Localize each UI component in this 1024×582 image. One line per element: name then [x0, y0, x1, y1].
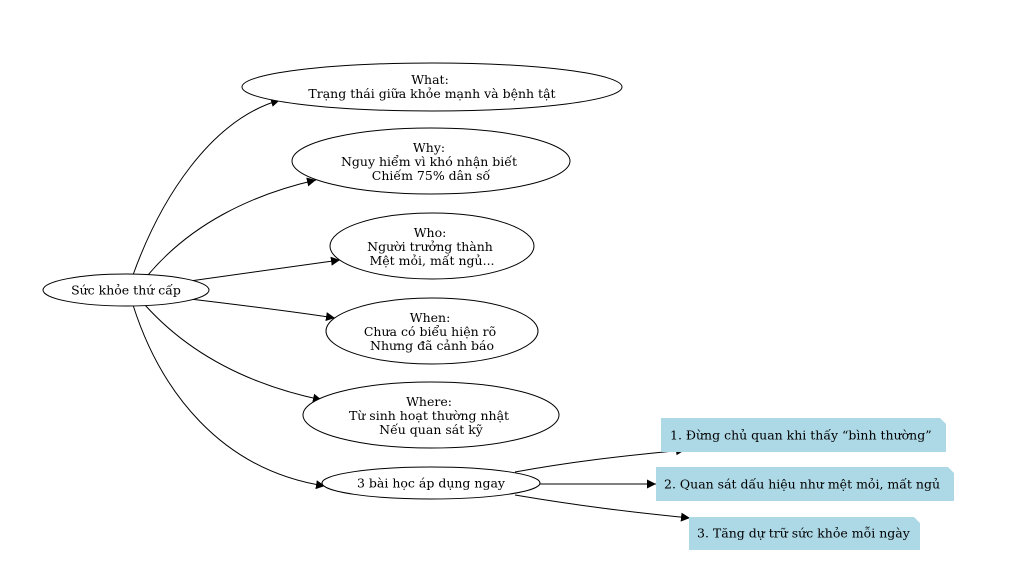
branch-who-line-1: Who:: [414, 225, 447, 240]
branch-who-line-3: Mệt mỏi, mất ngủ...: [369, 253, 494, 268]
branch-why-line-2: Nguy hiểm vì khó nhận biết: [341, 154, 517, 169]
root-node: Sức khỏe thứ cấp: [42, 273, 210, 307]
branch-when-line-2: Chưa có biểu hiện rõ: [364, 324, 496, 339]
svg-text:Where: Từ sinh hoạt thườ: Where: Từ sinh hoạt thường nhật Nếu quan…: [349, 394, 513, 437]
edge-root-when: [189, 298, 336, 322]
svg-text:Who: Người trưởng thành: Who: Người trưởng thành Mệt mỏi, mất ngủ…: [367, 225, 497, 268]
svg-text:When: Chưa có biểu hiện: When: Chưa có biểu hiện rõ Nhưng đã cảnh…: [364, 310, 500, 353]
branch-what-line-2: Trạng thái giữa khỏe mạnh và bệnh tật: [308, 86, 555, 101]
branch-lessons-label: 3 bài học áp dụng ngay: [357, 476, 506, 491]
branch-why-line-1: Why:: [413, 140, 445, 155]
branch-who-line-2: Người trưởng thành: [367, 239, 493, 254]
lesson-note-3: 3. Tăng dự trữ sức khỏe mỗi ngày: [689, 517, 920, 550]
branch-where-line-1: Where:: [406, 394, 452, 409]
lesson-note-3-label: 3. Tăng dự trữ sức khỏe mỗi ngày: [697, 526, 911, 541]
edge-root-what: [132, 98, 281, 276]
branch-node-when: When: Chưa có biểu hiện rõ Nhưng đã cảnh…: [325, 297, 539, 365]
lesson-note-2-label: 2. Quan sát dấu hiệu như mệt mỏi, mất ng…: [664, 477, 940, 492]
svg-text:Why: Nguy hiểm vì khó nh: Why: Nguy hiểm vì khó nhận biết Chiếm 75…: [341, 140, 521, 183]
edge-root-where: [144, 304, 323, 403]
edge-root-who: [189, 256, 341, 282]
edge-root-lessons: [132, 304, 326, 490]
branch-node-who: Who: Người trưởng thành Mệt mỏi, mất ngủ…: [329, 212, 535, 280]
branch-why-line-3: Chiếm 75% dân số: [372, 168, 491, 183]
branch-node-where: Where: Từ sinh hoạt thường nhật Nếu quan…: [302, 381, 560, 449]
edge-root-why: [147, 177, 317, 276]
edges-lessons: [514, 446, 691, 522]
branch-where-line-3: Nếu quan sát kỹ: [379, 422, 484, 437]
branch-when-line-1: When:: [410, 310, 451, 325]
edge-lessons-1: [514, 446, 686, 473]
lesson-note-1-label: 1. Đừng chủ quan khi thấy “bình thường”: [670, 428, 932, 443]
branch-node-lessons: 3 bài học áp dụng ngay: [321, 466, 541, 500]
branch-node-what: What: Trạng thái giữa khỏe mạnh và bệnh …: [241, 62, 623, 112]
branch-when-line-3: Nhưng đã cảnh báo: [370, 338, 494, 353]
branch-node-why: Why: Nguy hiểm vì khó nhận biết Chiếm 75…: [291, 127, 571, 195]
lesson-note-2: 2. Quan sát dấu hiệu như mệt mỏi, mất ng…: [656, 467, 954, 501]
root-node-label: Sức khỏe thứ cấp: [71, 283, 181, 298]
edges-root: [132, 98, 341, 490]
branch-where-line-2: Từ sinh hoạt thường nhật: [349, 408, 509, 423]
branch-what-line-1: What:: [411, 72, 449, 87]
lesson-note-1: 1. Đừng chủ quan khi thấy “bình thường”: [661, 418, 946, 452]
svg-text:What: Trạng thái giữa kh: What: Trạng thái giữa khỏe mạnh và bệnh …: [308, 72, 555, 101]
edge-lessons-3: [514, 494, 691, 522]
